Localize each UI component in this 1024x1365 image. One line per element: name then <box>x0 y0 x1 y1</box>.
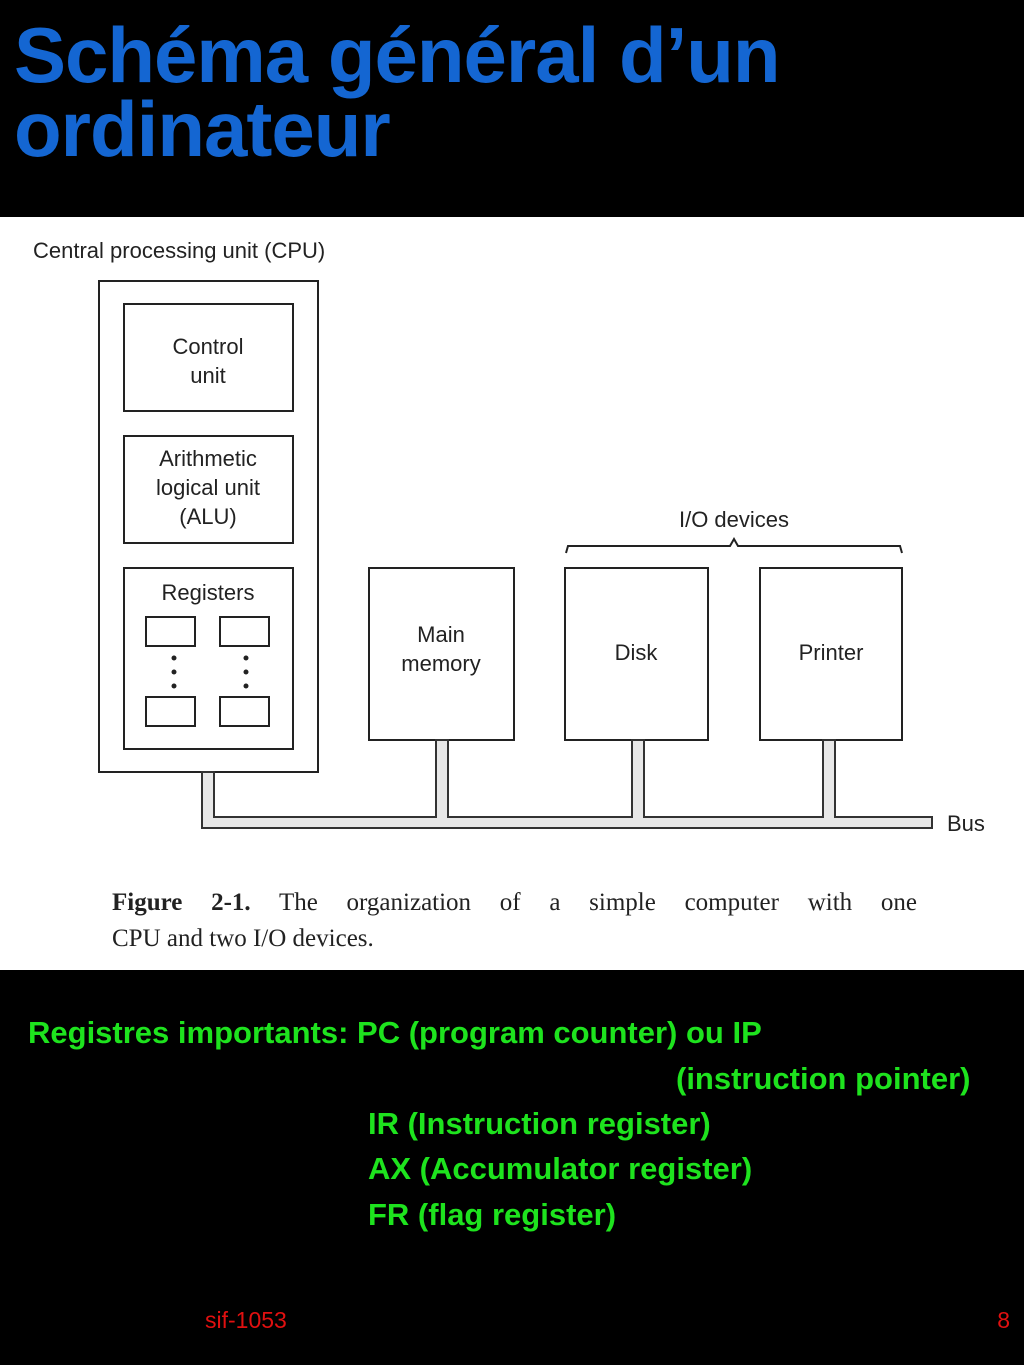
alu-box <box>123 435 294 544</box>
caption-figure-number: Figure 2-1. <box>112 889 251 916</box>
alu-label-1: Arithmetic <box>159 446 257 471</box>
notes-line-3: IR (Instruction register) <box>368 1106 711 1141</box>
main-memory-label-1: Main <box>417 622 465 647</box>
footer-course-code: sif-1053 <box>205 1307 287 1333</box>
register-cell <box>219 616 270 647</box>
registers-label: Registers <box>162 580 255 605</box>
notes-line-2: (instruction pointer) <box>676 1061 971 1096</box>
register-ellipsis <box>171 655 249 689</box>
slide-title-line2: ordinateur <box>14 85 391 173</box>
caption-text-1: The organization of a simple computer wi… <box>278 889 917 916</box>
io-devices-brace <box>565 536 903 554</box>
control-unit-label-1: Control <box>173 334 244 359</box>
cpu-label: Central processing unit (CPU) <box>33 238 325 263</box>
control-unit-label-2: unit <box>190 363 225 388</box>
bus-line <box>201 739 933 829</box>
register-cell <box>219 696 270 727</box>
figure-caption: Figure 2-1. The organization of a simple… <box>112 885 917 957</box>
caption-line-1: Figure 2-1. The organization of a simple… <box>112 885 917 921</box>
control-unit-box <box>123 303 294 412</box>
notes-line-4: AX (Accumulator register) <box>368 1151 753 1186</box>
computer-organization-figure: Central processing unit (CPU) Control un… <box>0 217 1024 970</box>
notes-line-1: Registres importants: PC (program counte… <box>28 1015 762 1050</box>
register-cell <box>145 696 196 727</box>
io-devices-label: I/O devices <box>679 507 789 532</box>
alu-label-2: logical unit <box>156 475 260 500</box>
main-memory-label-2: memory <box>401 651 480 676</box>
registers-box <box>123 567 294 750</box>
alu-label-3: (ALU) <box>179 504 236 529</box>
bus-label: Bus <box>947 811 985 836</box>
slide-title: Schéma général d’un ordinateur <box>14 11 1014 173</box>
caption-line-2: CPU and two I/O devices. <box>112 925 374 952</box>
notes-line-5: FR (flag register) <box>368 1197 617 1232</box>
computer-organization-diagram: Central processing unit (CPU) Control un… <box>33 238 985 836</box>
disk-label: Disk <box>615 640 659 665</box>
printer-label: Printer <box>799 640 864 665</box>
register-cell <box>145 616 196 647</box>
slide-title-line1: Schéma général d’un <box>14 11 781 99</box>
footer-page-number: 8 <box>997 1307 1010 1333</box>
